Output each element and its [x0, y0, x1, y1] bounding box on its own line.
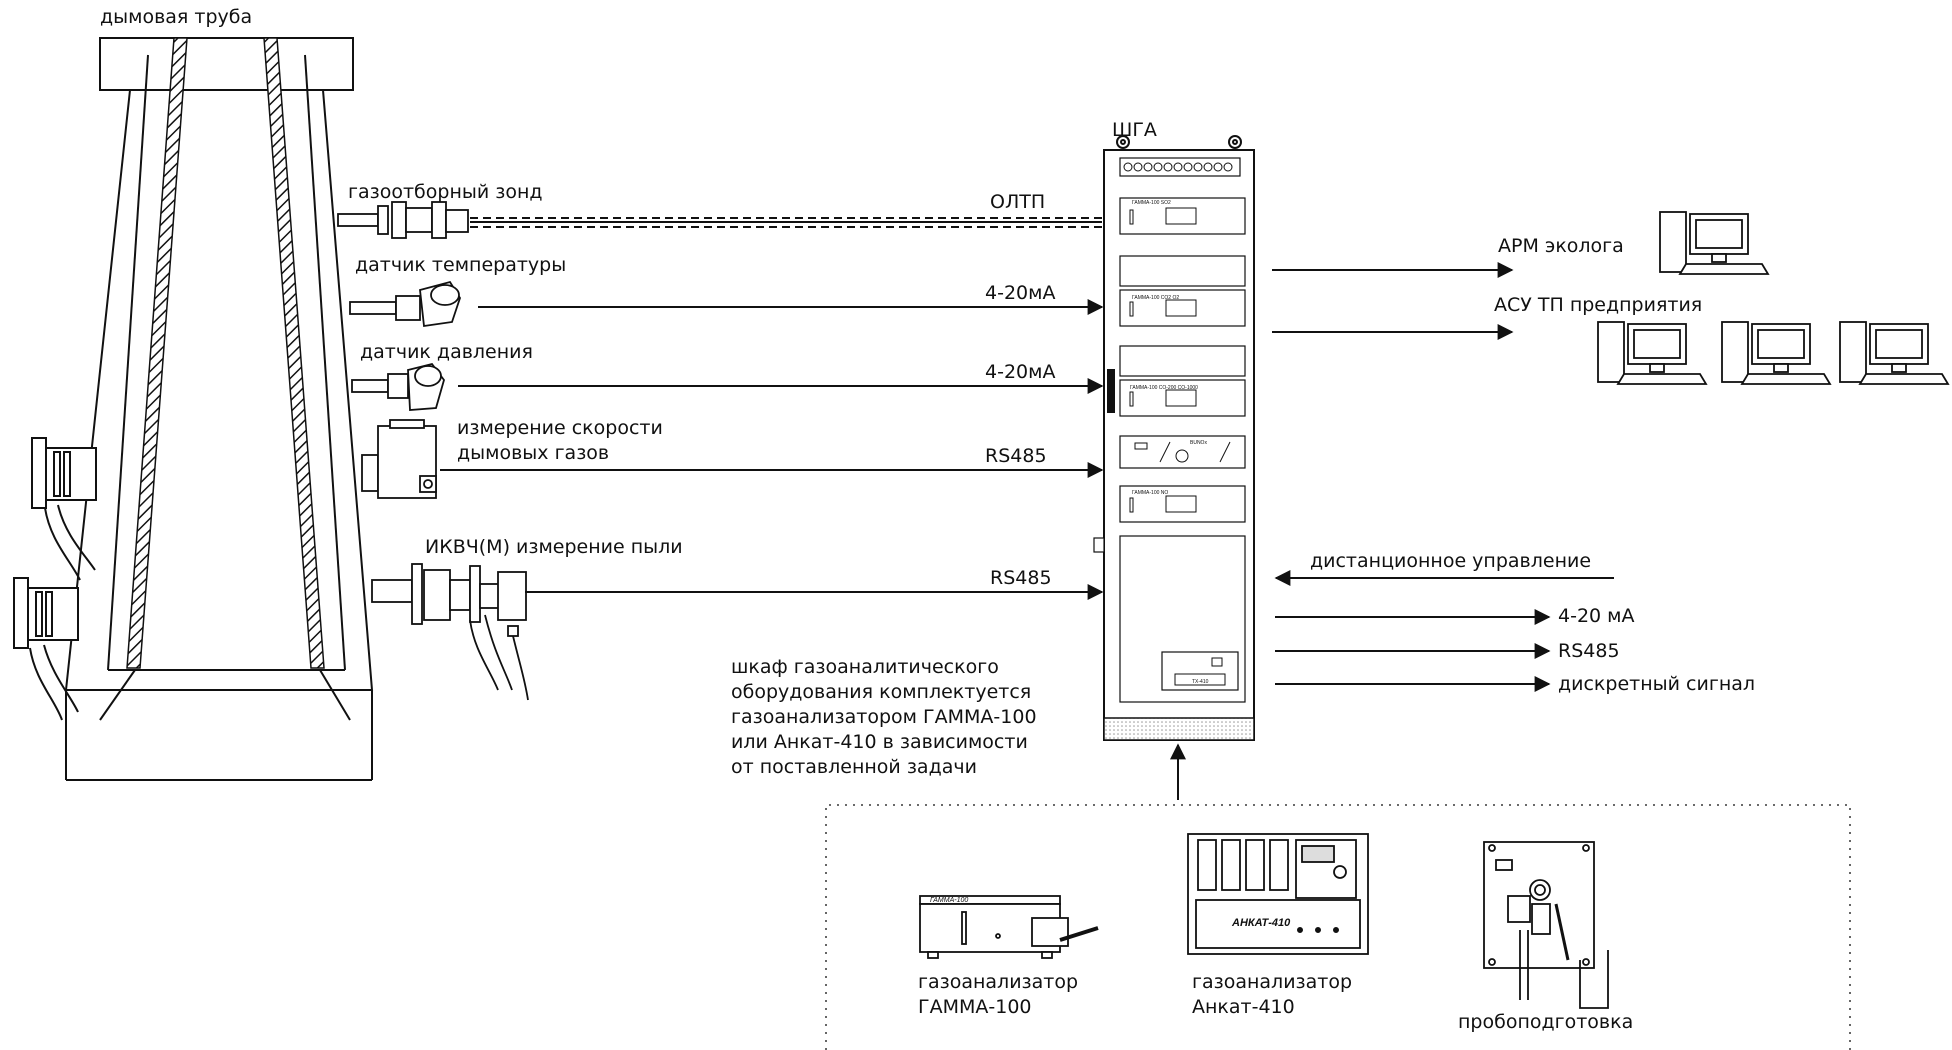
note-line: шкаф газоаналитического — [731, 656, 999, 678]
signal-lines — [440, 217, 1614, 800]
module-label: TX-410 — [1192, 679, 1209, 685]
flow-meter — [361, 419, 437, 499]
output-eco-workstation: АРМ эколога — [1498, 235, 1624, 257]
note-line: газоанализатором ГАММА-100 — [731, 706, 1037, 728]
line-label-pressure: 4-20мА — [985, 361, 1056, 383]
line-label-flow: RS485 — [985, 445, 1047, 467]
caption-line: газоанализатор — [1192, 971, 1353, 993]
module-label: BUNOx — [1190, 440, 1207, 446]
sample-prep-caption: пробоподготовка — [1458, 1011, 1634, 1033]
pressure-sensor-label: датчик давления — [360, 341, 533, 363]
sample-prep-device — [1483, 841, 1609, 1009]
computer-eco — [1659, 211, 1770, 275]
module-label: ГАММА-100 CO-200 CO-1000 — [1130, 385, 1198, 391]
note-line: оборудования комплектуется — [731, 681, 1032, 703]
note-line: от поставленной задачи — [731, 756, 977, 778]
caption-line: газоанализатор — [918, 971, 1079, 993]
cabinet-shga — [1093, 135, 1255, 741]
caption-line: ГАММА-100 — [918, 996, 1032, 1018]
pressure-sensor — [351, 362, 445, 411]
caption-line: Анкат-410 — [1192, 996, 1295, 1018]
chimney-label: дымовая труба — [100, 6, 253, 28]
label-line: дымовых газов — [457, 442, 610, 464]
probe-label: газоотборный зонд — [348, 181, 543, 203]
gas-probe — [337, 201, 469, 239]
gamma-panel-text: ГАММА-100 — [930, 897, 968, 904]
output-analog-label: 4-20 мА — [1558, 605, 1635, 627]
label-line: измерение скорости — [457, 417, 663, 439]
gamma-caption: газоанализатор ГАММА-100 — [918, 970, 1078, 1020]
note-line: или Анкат-410 в зависимости — [731, 731, 1028, 753]
ankat-panel-text: АНКАТ-410 — [1231, 917, 1291, 929]
ankat-410-device — [1187, 833, 1369, 955]
output-discrete-label: дискретный сигнал — [1558, 673, 1756, 695]
chimney-ports — [13, 437, 97, 721]
computer-acs-3 — [1839, 321, 1950, 385]
line-label-probe: ОЛТП — [990, 191, 1046, 213]
gamma-100-device — [919, 895, 1099, 959]
flow-meter-label: измерение скорости дымовых газов — [457, 416, 663, 466]
computer-acs-2 — [1721, 321, 1832, 385]
temperature-sensor-label: датчик температуры — [355, 254, 567, 276]
chimney — [64, 37, 374, 781]
dust-meter — [371, 563, 529, 701]
cabinet-module-labels: ГАММА-100 SO2 ГАММА-100 CO2 O2 ГАММА-100… — [1130, 200, 1209, 685]
cabinet-note: шкаф газоаналитического оборудования ком… — [731, 655, 1037, 780]
ankat-caption: газоанализатор Анкат-410 — [1192, 970, 1352, 1020]
module-label: ГАММА-100 SO2 — [1132, 200, 1171, 206]
computer-acs-1 — [1597, 321, 1708, 385]
output-acs: АСУ ТП предприятия — [1494, 294, 1703, 316]
output-rs485-label: RS485 — [1558, 640, 1620, 662]
line-label-temperature: 4-20мА — [985, 282, 1056, 304]
dust-meter-label: ИКВЧ(М) измерение пыли — [425, 536, 683, 558]
remote-control-label: дистанционное управление — [1310, 550, 1592, 572]
cabinet-title: ШГА — [1112, 119, 1157, 141]
line-label-dust: RS485 — [990, 567, 1052, 589]
module-label: ГАММА-100 CO2 O2 — [1132, 295, 1179, 301]
temperature-sensor — [349, 280, 461, 328]
module-label: ГАММА-100 NO — [1132, 490, 1168, 496]
